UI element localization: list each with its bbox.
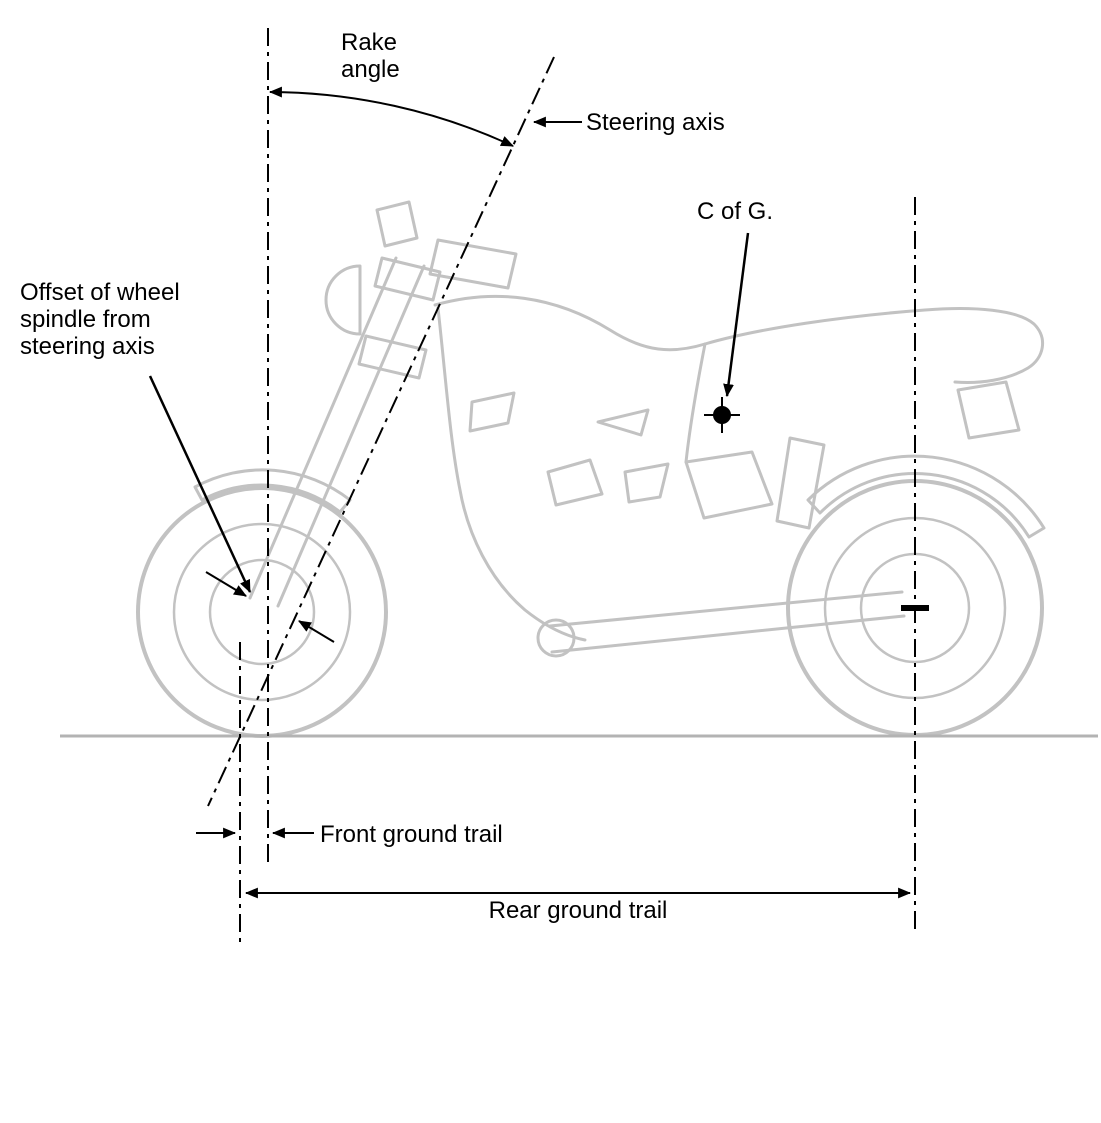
frame-downtube [436,306,587,642]
offset-label-line2: spindle from [20,306,151,333]
front-ground-trail-label: Front ground trail [320,821,503,848]
front-rim [172,522,352,702]
handlebar-clamp [428,238,518,290]
rake-angle-arc [268,86,514,147]
rear-ground-trail-label: Rear ground trail [489,897,668,924]
motorcycle-sketch [136,200,1046,738]
upper-triple-clamp [373,256,442,302]
mirror-stem [375,200,419,248]
engine-shape-1 [468,391,516,433]
offset-label-line3: steering axis [20,333,155,360]
cg-pointer [723,232,750,398]
rear-fender [806,454,1046,539]
seat-front-edge [684,342,707,464]
offset-pointer [148,375,252,593]
fork-tube-left [248,256,398,600]
engine-shape-3 [596,408,650,437]
rake-angle-label-line1: Rake [341,29,397,56]
offset-label-line1: Offset of wheel [20,279,180,306]
frame-top-outline [433,294,1044,384]
fork-tube-right [276,264,426,608]
c-of-g-label: C of G. [697,198,773,225]
engine-shape-2 [546,458,604,507]
lower-triple-clamp [357,334,428,380]
rear-shock [775,436,826,530]
headlight [324,264,362,336]
swingarm-bottom [550,614,906,654]
swingarm-pivot [536,618,576,658]
front-hub [208,558,316,666]
rake-angle-label-line2: angle [341,56,400,83]
front-fender [193,468,352,514]
labels: Rake angle Steering axis C of G. Offset … [20,29,773,924]
swingarm-top [548,590,904,628]
steering-axis-label: Steering axis [586,109,725,136]
engine-shape-4 [623,462,670,504]
side-panel [684,450,774,520]
cg-dot [713,406,731,424]
offset-arrow-right [298,620,335,643]
cg-symbol [704,397,740,433]
steering-axis-line [207,56,555,807]
annotations [148,28,929,945]
offset-arrow-left [205,571,247,597]
rear-grab-rail [956,380,1021,440]
